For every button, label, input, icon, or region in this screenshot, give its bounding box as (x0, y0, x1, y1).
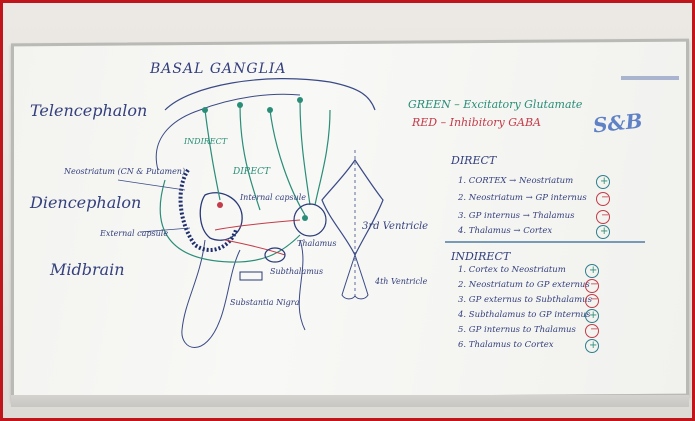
legend-excitatory: GREEN – Excitatory Glutamate (408, 99, 582, 110)
whiteboard-logo: S&B (592, 110, 643, 135)
indirect-step-3: 3. GP externus to Subthalamus (458, 296, 592, 305)
region-label-midbrain: Midbrain (50, 262, 125, 278)
label-substantia-nigra: Substantia Nigra (230, 299, 299, 307)
sign-symbol: + (589, 341, 597, 351)
legend-inhibitory: RED – Inhibitory GABA (412, 117, 541, 128)
indirect-step-2: 2. Neostriatum to GP externus (458, 281, 590, 290)
sign-symbol: − (590, 280, 598, 290)
cortex-outline-2 (156, 94, 300, 170)
sign-symbol: − (590, 325, 598, 335)
sign-circle: + (585, 339, 599, 353)
direct-step-1: 1. CORTEX → Neostriatum (458, 177, 573, 186)
label-indirect-pathway: INDIRECT (184, 138, 227, 146)
sign-symbol: + (589, 311, 597, 321)
region-label-diencephalon: Diencephalon (30, 195, 141, 211)
neostriatum-shape (181, 170, 236, 250)
putamen-shape (200, 193, 242, 240)
direct-step-3: 3. GP internus → Thalamus (458, 212, 574, 221)
neuron-dot (267, 107, 273, 113)
neuron-dot (237, 102, 243, 108)
sign-symbol: − (601, 193, 609, 203)
sign-symbol: + (589, 266, 597, 276)
region-label-telencephalon: Telencephalon (30, 103, 147, 119)
indirect-step-4: 4. Subthalamus to GP internus (458, 311, 590, 320)
sign-circle: + (596, 225, 610, 239)
subthalamus-shape (265, 248, 285, 262)
sign-circle: − (585, 294, 599, 308)
label-third-ventricle: 3rd Ventricle (362, 222, 428, 232)
sign-symbol: + (600, 227, 608, 237)
green-projection-5 (315, 110, 330, 205)
direct-step-2: 2. Neostriatum → GP internus (458, 194, 587, 203)
sign-circle: + (596, 175, 610, 189)
label-direct-pathway: DIRECT (233, 168, 270, 177)
neuron-dot (217, 202, 223, 208)
indirect-heading: INDIRECT (451, 251, 510, 262)
section-divider (445, 241, 645, 243)
diagram-title: BASAL GANGLIA (150, 62, 287, 76)
label-neostriatum: Neostriatum (CN & Putamen) (64, 168, 185, 176)
neuron-dot (297, 97, 303, 103)
label-subthalamus: Subthalamus (270, 268, 323, 276)
direct-step-4: 4. Thalamus → Cortex (458, 227, 552, 236)
sign-symbol: − (601, 211, 609, 221)
indirect-step-6: 6. Thalamus to Cortex (458, 341, 554, 350)
neuron-dot (302, 215, 308, 221)
brainstem-outline-2 (299, 240, 305, 330)
substantia-nigra-shape (240, 272, 262, 280)
sign-symbol: − (590, 295, 598, 305)
green-projection-1 (205, 110, 220, 200)
sign-symbol: + (600, 177, 608, 187)
sign-circle: − (596, 210, 610, 224)
neuron-dot (202, 107, 208, 113)
label-thalamus: Thalamus (297, 240, 336, 248)
label-internal-capsule: Internal capsule (240, 194, 306, 202)
label-pointer-neostriatum (118, 180, 185, 190)
red-path-1 (215, 220, 300, 230)
label-external-capsule: External capsule (100, 230, 168, 238)
sign-circle: − (585, 279, 599, 293)
indirect-step-1: 1. Cortex to Neostriatum (458, 266, 566, 275)
sign-circle: − (596, 192, 610, 206)
direct-heading: DIRECT (451, 155, 496, 166)
label-fourth-ventricle: 4th Ventricle (375, 278, 427, 286)
green-projection-4 (300, 100, 310, 205)
brainstem-outline (182, 240, 240, 348)
sign-circle: + (585, 309, 599, 323)
sign-circle: + (585, 264, 599, 278)
sign-circle: − (585, 324, 599, 338)
indirect-step-5: 5. GP internus to Thalamus (458, 326, 576, 335)
